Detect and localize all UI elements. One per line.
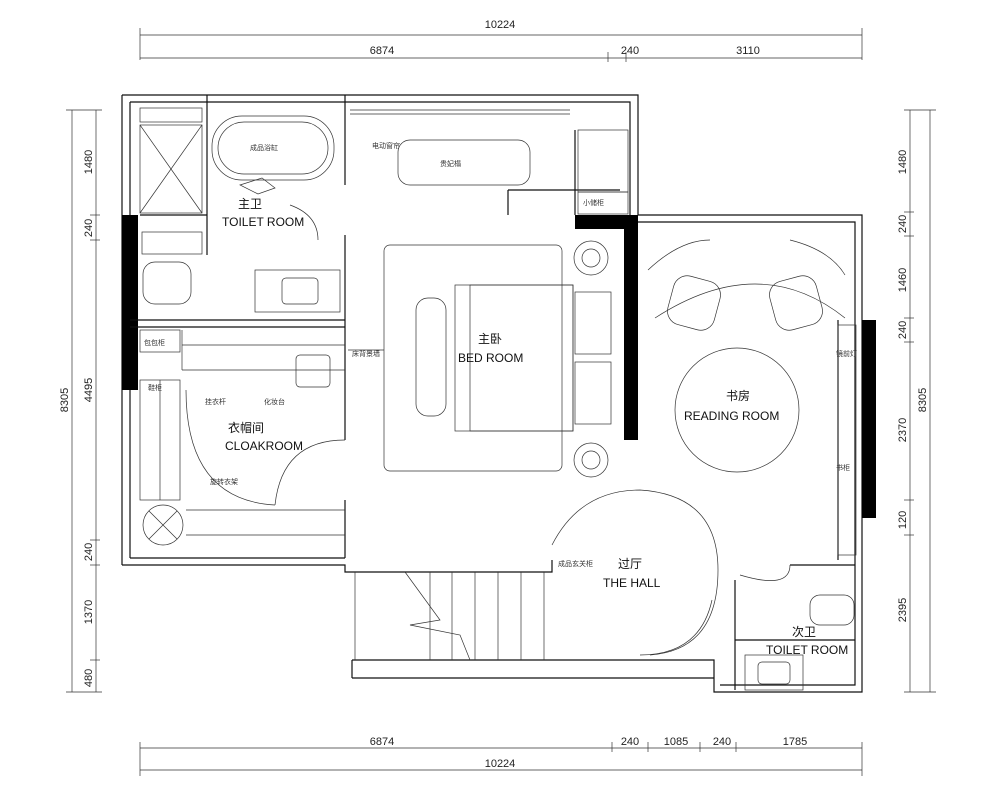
dim-left-4: 240 — [83, 543, 95, 561]
dim-bottom-4: 240 — [713, 736, 731, 748]
dim-top-3: 3110 — [736, 45, 760, 57]
bed-rug — [383, 244, 563, 472]
note-bag-rack: 包包柜 — [144, 338, 165, 347]
shower-area — [139, 124, 203, 214]
door-swing-toilet — [289, 204, 319, 241]
wall-solid-top — [575, 215, 637, 229]
master-toilet-cn: 主卫 — [238, 197, 262, 211]
dim-top-total: 10224 — [485, 19, 516, 31]
bath-mat — [239, 177, 276, 195]
note-hall-cabinet: 成品玄关柜 — [558, 559, 593, 568]
dim-right-4: 240 — [897, 321, 909, 339]
dim-left-3: 4495 — [83, 378, 95, 402]
dim-right-5: 2370 — [897, 418, 909, 442]
note-bed-back: 床背景墙 — [352, 349, 380, 358]
master-bedroom-furniture — [348, 240, 612, 478]
rotating-rack — [142, 504, 184, 546]
dim-bottom-total: 10224 — [485, 758, 516, 770]
arc-decor-right — [789, 239, 846, 276]
wall-solid-left — [122, 215, 138, 390]
dim-right-total: 8305 — [917, 388, 929, 412]
note-bookshelf: 书柜 — [836, 463, 850, 472]
pillow-1 — [574, 291, 612, 355]
wall-solid-mid — [624, 215, 638, 440]
cloakroom-cn: 衣帽间 — [228, 420, 264, 435]
master-bedroom-en: BED ROOM — [458, 351, 523, 365]
chaise-sofa — [397, 139, 531, 186]
vanity-basin — [254, 269, 341, 313]
dim-right-6: 120 — [897, 511, 909, 529]
dim-bottom-3: 1085 — [664, 736, 688, 748]
dim-top-1: 6874 — [370, 45, 394, 57]
dim-top-2: 240 — [621, 45, 639, 57]
hall-en: THE HALL — [603, 576, 661, 590]
dim-right-2: 240 — [897, 215, 909, 233]
bench — [415, 297, 447, 417]
note-shoe: 鞋柜 — [148, 383, 162, 392]
master-bedroom-cn: 主卧 — [478, 332, 502, 346]
cloakroom-shelf-curve — [185, 389, 276, 506]
hall-cn: 过厅 — [618, 557, 642, 571]
dim-left-6: 480 — [83, 669, 95, 687]
second-toilet-fixtures — [744, 594, 855, 691]
dim-bottom-5: 1785 — [783, 736, 807, 748]
vanity-stool — [295, 354, 331, 388]
dim-right-labels: 8305 1480 240 1460 240 2370 120 2395 — [897, 150, 929, 622]
dimension-lines — [66, 28, 936, 776]
note-dresser: 化妆台 — [264, 397, 285, 406]
second-basin — [744, 654, 804, 691]
note-small-cabinet: 小储柜 — [583, 198, 604, 207]
second-toilet-cn: 次卫 — [792, 625, 816, 639]
note-sofa: 贵妃榻 — [440, 159, 461, 168]
nightstand-lamp-bottom — [573, 442, 609, 478]
note-vanity-light: 镜前灯 — [836, 349, 857, 358]
cloakroom-furniture — [139, 329, 346, 546]
dim-bottom-2: 240 — [621, 736, 639, 748]
nightstand-lamp-top — [573, 240, 609, 276]
hall-curve-wall — [551, 489, 719, 656]
dim-right-7: 2395 — [897, 598, 909, 622]
door-swing-hall — [739, 564, 791, 581]
dim-bottom-1: 6874 — [370, 736, 394, 748]
bathtub — [211, 115, 335, 181]
arc-decor-left — [647, 239, 711, 271]
dim-left-1: 1480 — [83, 150, 95, 174]
reading-room-furniture — [647, 239, 857, 556]
note-curtain: 电动窗帘 — [372, 141, 400, 150]
reading-room-en: READING ROOM — [684, 409, 779, 423]
armchair-left — [667, 275, 721, 331]
door-swing-cloak — [274, 439, 346, 506]
wall-solid-right — [862, 320, 876, 518]
dim-left-total: 8305 — [59, 388, 71, 412]
master-toilet-en: TOILET ROOM — [222, 215, 304, 229]
reading-room-cn: 书房 — [726, 388, 750, 403]
armchair-right — [769, 275, 823, 331]
note-rotating: 旋转衣架 — [210, 477, 238, 486]
dim-left-2: 240 — [83, 219, 95, 237]
dim-right-1: 1480 — [897, 150, 909, 174]
dim-left-labels: 8305 1480 240 4495 240 1370 480 — [59, 150, 95, 687]
note-bathtub: 成品浴缸 — [250, 143, 278, 152]
master-toilet-fixtures — [139, 107, 341, 313]
stair-break-line — [404, 571, 471, 661]
round-table — [674, 347, 800, 473]
reading-rug-arc — [654, 283, 846, 319]
hall-features — [354, 489, 791, 661]
dim-right-3: 1460 — [897, 268, 909, 292]
second-toilet-en: TOILET ROOM — [766, 643, 848, 657]
note-hanger: 挂衣杆 — [205, 397, 226, 406]
bedroom-top-furniture — [350, 109, 629, 215]
second-toilet-bowl — [809, 594, 855, 626]
dim-left-5: 1370 — [83, 600, 95, 624]
cloakroom-en: CLOAKROOM — [225, 439, 303, 453]
toilet-bowl — [142, 261, 192, 305]
pillow-2 — [574, 361, 612, 425]
outer-walls — [121, 94, 863, 693]
